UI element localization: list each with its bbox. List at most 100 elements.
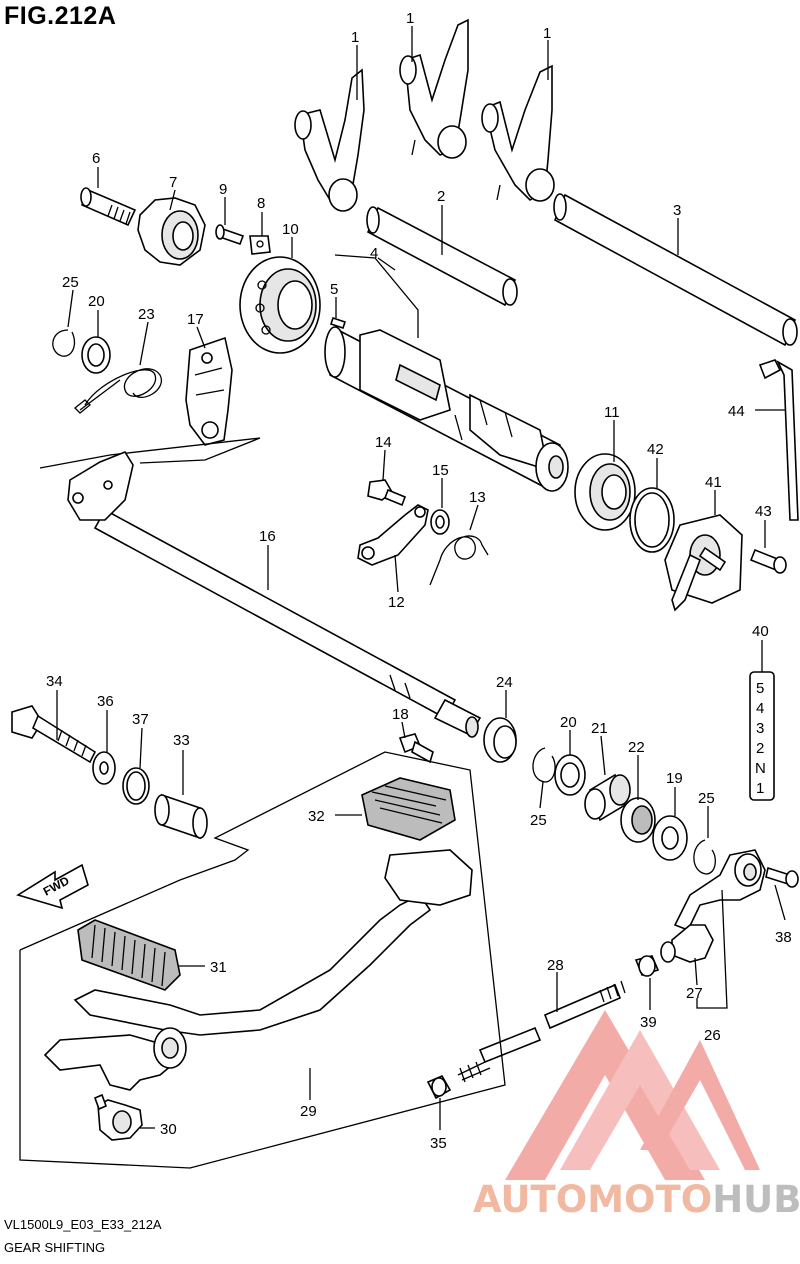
callout-32: 32 <box>308 808 325 825</box>
callout-3: 3 <box>673 202 681 219</box>
gear-5: 5 <box>756 680 764 697</box>
circlip-25-right <box>693 839 717 875</box>
callout-labels: 1 1 1 2 3 4 5 6 7 8 9 10 11 12 13 14 15 … <box>46 10 792 1152</box>
callout-25b: 25 <box>530 812 547 829</box>
pedal-rubber-32 <box>361 777 456 841</box>
oil-seal-24 <box>483 717 517 763</box>
callout-5: 5 <box>330 281 338 298</box>
shift-arm-washer <box>430 509 450 535</box>
cam-driven-gear <box>137 197 206 266</box>
callout-28: 28 <box>547 957 564 974</box>
model-code: VL1500L9_E03_E33_212A <box>4 1217 162 1232</box>
cam-o-ring <box>629 487 675 553</box>
cam-pin <box>329 316 347 330</box>
gear-n: N <box>755 760 766 777</box>
nut-35 <box>426 1074 452 1100</box>
gearshift-cam-plate <box>185 336 233 446</box>
watermark-logo-mark <box>505 1010 760 1180</box>
callout-9: 9 <box>219 181 227 198</box>
pedal-bushing <box>154 793 208 840</box>
callout-29: 29 <box>300 1103 317 1120</box>
callout-13: 13 <box>469 489 486 506</box>
fork-shaft-short <box>366 206 518 307</box>
shift-arm-spring <box>429 535 489 586</box>
callout-23: 23 <box>138 306 155 323</box>
callout-35: 35 <box>430 1135 447 1152</box>
callout-44: 44 <box>728 403 745 420</box>
shift-rod <box>457 980 626 1083</box>
callout-7: 7 <box>169 174 177 191</box>
figure-name: GEAR SHIFTING <box>4 1240 106 1255</box>
callout-36: 36 <box>97 693 114 710</box>
callout-38: 38 <box>775 929 792 946</box>
callout-8: 8 <box>257 195 265 212</box>
callout-20b: 20 <box>560 714 577 731</box>
cam-bearing-right <box>574 453 636 531</box>
watermark-part-b: HUB <box>712 1178 800 1221</box>
pedal-washer-36 <box>92 751 116 785</box>
nut-39 <box>634 955 660 977</box>
stopper-bolt <box>80 187 137 227</box>
shift-fork-right <box>481 64 555 202</box>
callout-22: 22 <box>628 739 645 756</box>
shift-fork-left <box>294 68 365 212</box>
callout-25a: 25 <box>62 274 79 291</box>
callout-40: 40 <box>752 623 769 640</box>
callout-24: 24 <box>496 674 513 691</box>
callout-15: 15 <box>432 462 449 479</box>
callout-16: 16 <box>259 528 276 545</box>
callout-14: 14 <box>375 434 392 451</box>
callout-1a: 1 <box>351 29 359 46</box>
fork-shaft-long <box>553 193 798 347</box>
callout-26: 26 <box>704 1027 721 1044</box>
plate-guide-lines <box>39 437 261 469</box>
pedal-assembly-outline <box>19 751 506 1169</box>
switch-bolt <box>749 548 787 574</box>
watermark-part-a: AUTOMOTO <box>473 1178 713 1221</box>
callout-33: 33 <box>173 732 190 749</box>
callout-41: 41 <box>705 474 722 491</box>
cam-plate <box>249 235 271 255</box>
gear-position-switch <box>664 514 743 612</box>
callout-39: 39 <box>640 1014 657 1031</box>
washer-19 <box>652 815 688 861</box>
callout-4: 4 <box>370 245 378 262</box>
return-spring <box>74 368 163 414</box>
callout-25c: 25 <box>698 790 715 807</box>
cam-bearing-left <box>239 256 321 354</box>
callout-30: 30 <box>160 1121 177 1138</box>
leader-lines <box>56 26 786 1130</box>
shift-arm-bolt <box>367 479 407 507</box>
gear-4: 4 <box>756 700 764 717</box>
gearshift-lever-arm <box>673 849 766 932</box>
needle-bearing-21 <box>584 773 631 822</box>
shift-fork-middle <box>399 18 469 159</box>
callout-2: 2 <box>437 188 445 205</box>
gear-indicator-letters: 5 4 3 2 N 1 <box>755 680 766 797</box>
lever-bolt-38 <box>765 866 799 888</box>
callout-6: 6 <box>92 150 100 167</box>
shift-pedal-body <box>43 849 473 1091</box>
callout-11: 11 <box>604 404 620 421</box>
rod-end-joint-30 <box>93 1093 143 1141</box>
shaft-bolt-18 <box>398 733 434 764</box>
circlip-upper <box>52 329 76 357</box>
callout-17: 17 <box>187 311 204 328</box>
callout-1b: 1 <box>406 10 414 27</box>
callout-21: 21 <box>591 720 608 737</box>
washer-upper <box>81 336 111 374</box>
ball-joint-27 <box>660 924 714 963</box>
callout-12: 12 <box>388 594 405 611</box>
callout-18: 18 <box>392 706 409 723</box>
washer-20-lower <box>554 754 586 796</box>
switch-wire-lead <box>758 359 799 521</box>
cam-gear-bolt <box>215 224 245 246</box>
fwd-arrow-icon <box>16 863 89 910</box>
callout-27: 27 <box>686 985 703 1002</box>
callout-43: 43 <box>755 503 772 520</box>
callout-37: 37 <box>132 711 149 728</box>
gear-2: 2 <box>756 740 764 757</box>
callout-31: 31 <box>210 959 227 976</box>
footpeg-rubber-31 <box>77 919 181 991</box>
